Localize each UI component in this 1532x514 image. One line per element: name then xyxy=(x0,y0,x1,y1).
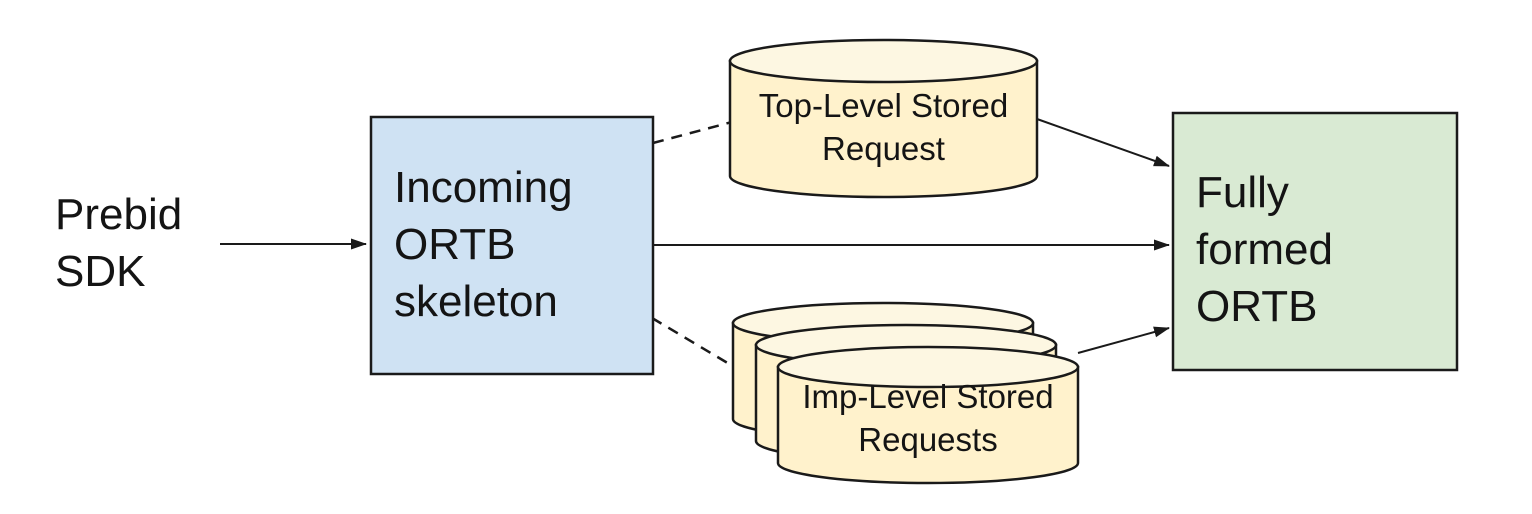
dashed-connector-incoming-to-imp-stored xyxy=(651,316,737,370)
arrow-imp-stored-to-fully-formed xyxy=(1077,326,1170,354)
arrow-top-stored-to-fully-formed xyxy=(1036,118,1170,167)
fully-formed-ortb-box xyxy=(1171,111,1459,372)
imp-cylinder-front xyxy=(776,345,1080,485)
top-stored-request-cylinder xyxy=(728,38,1039,199)
dashed-connector-incoming-to-top-stored xyxy=(652,120,733,145)
incoming-ortb-box xyxy=(369,115,655,376)
imp-stored-requests-cylinder-stack xyxy=(731,301,1080,485)
